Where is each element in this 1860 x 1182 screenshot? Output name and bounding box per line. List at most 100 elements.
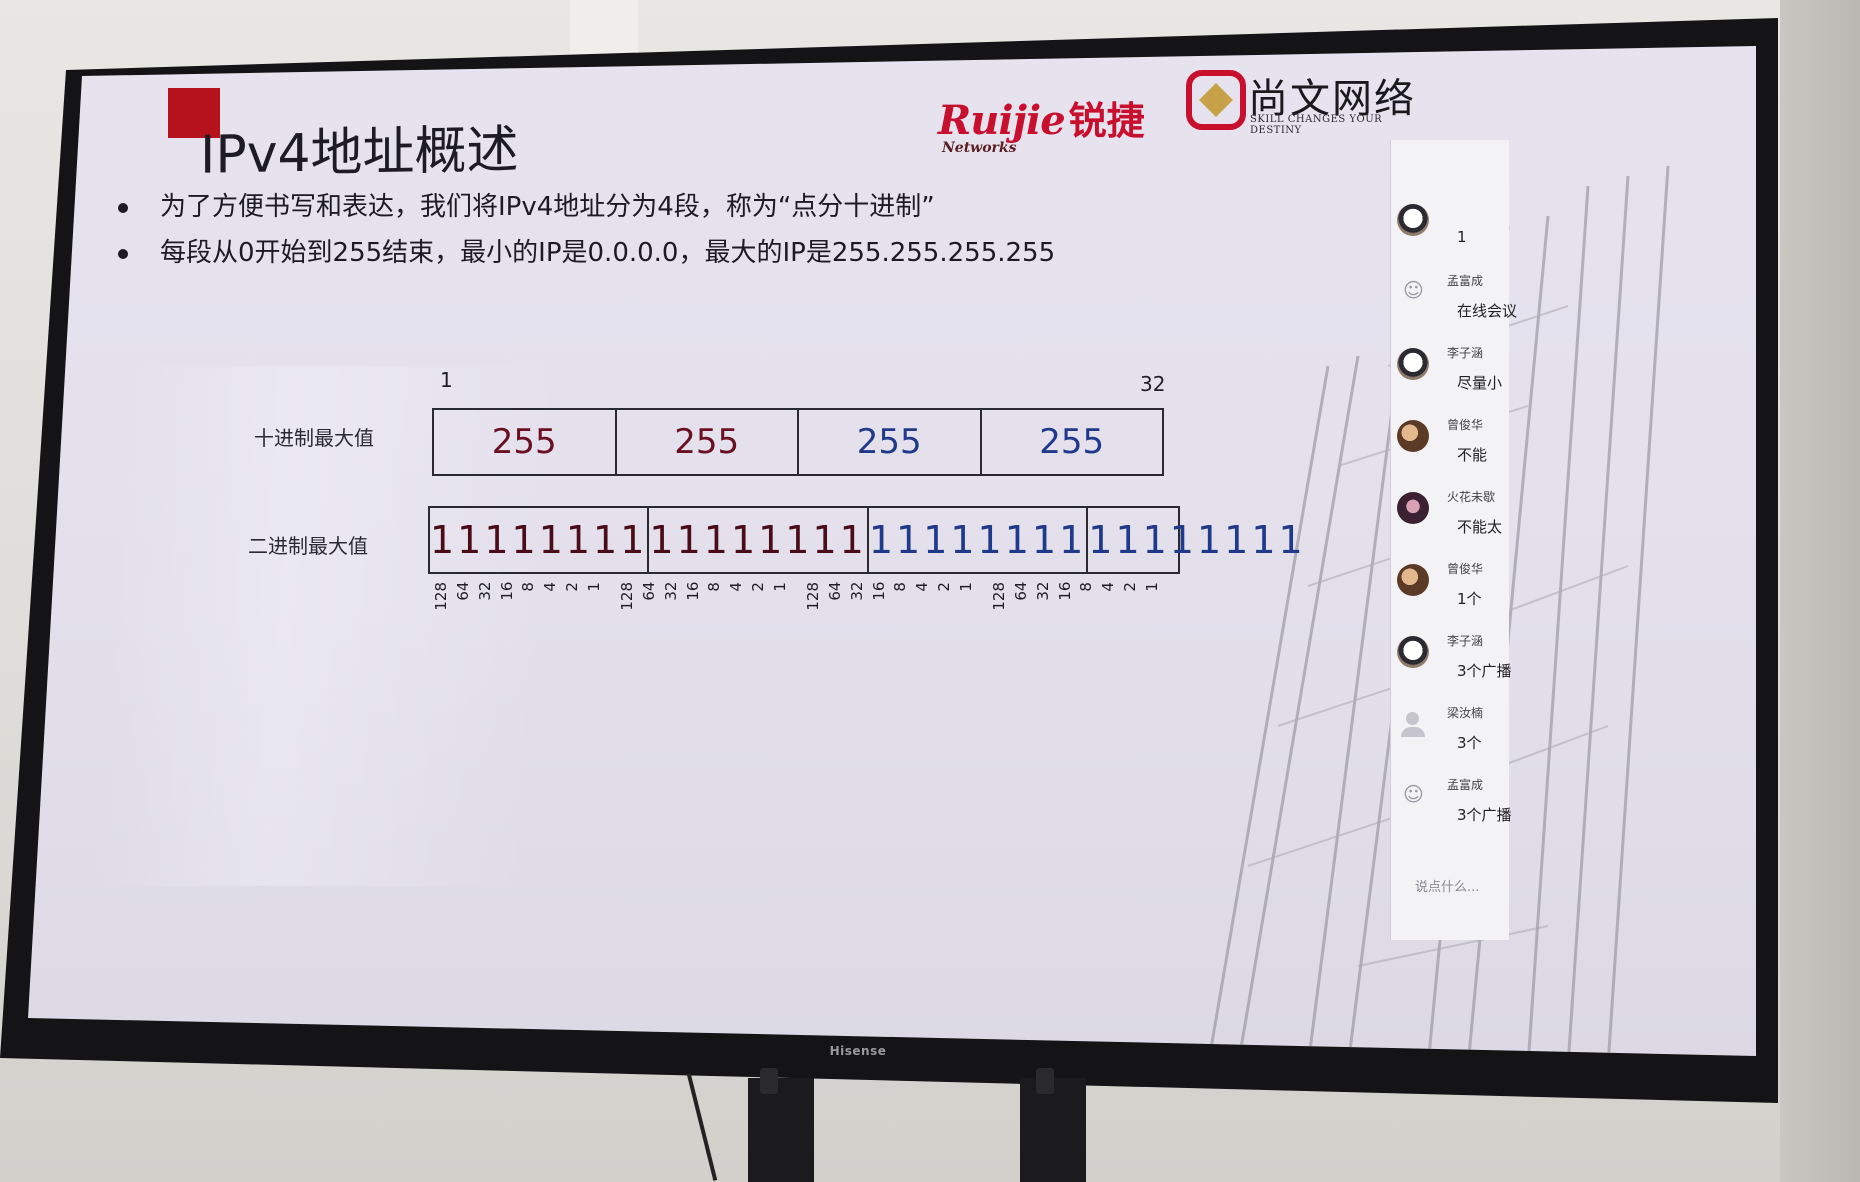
chat-sender-name: 李子涵 xyxy=(1447,346,1484,360)
bit-weight-label: 16 xyxy=(869,582,888,602)
chat-sender-name: 李子涵 xyxy=(1447,634,1484,648)
binary-octet-4: 11111111 xyxy=(1088,518,1306,562)
bit-weight-label: 4 xyxy=(727,582,746,592)
ruijie-networks-text: Networks xyxy=(942,140,1017,156)
decimal-octet-1: 255 xyxy=(434,410,617,474)
bit-weight-label: 2 xyxy=(749,582,768,592)
chat-message: 孟富成 3个广播 xyxy=(1391,770,1512,842)
chat-message-text: 1个 xyxy=(1457,590,1482,608)
chat-message-text: 不能 xyxy=(1457,446,1488,464)
avatar xyxy=(1397,420,1429,452)
tv-stand-left xyxy=(748,1078,814,1182)
bit-weight-label: 64 xyxy=(453,582,472,602)
bit-weight-label: 64 xyxy=(825,582,844,602)
bit-weight-label: 8 xyxy=(1077,582,1096,592)
shangwen-slogan: SKILL CHANGES YOUR DESTINY xyxy=(1250,114,1383,136)
avatar xyxy=(1397,780,1429,812)
avatar xyxy=(1397,636,1429,668)
bit-weight-label: 4 xyxy=(541,582,560,592)
shangwen-emblem-icon xyxy=(1186,70,1246,130)
bit-weight-label: 32 xyxy=(847,582,866,602)
avatar xyxy=(1397,276,1429,308)
decimal-octet-3: 255 xyxy=(799,410,982,474)
slide-title: IPv4地址概述 xyxy=(200,120,519,186)
chat-sender-name: 曾俊华 xyxy=(1447,418,1484,432)
tv-brand-label: Hisense xyxy=(829,1044,887,1058)
bit-weight-label: 16 xyxy=(1055,582,1074,602)
chat-sender-name: 孟富成 xyxy=(1447,778,1484,792)
chat-message-text: 3个广播 xyxy=(1457,806,1512,824)
wall-pillar xyxy=(570,0,638,60)
bullet-text: 每段从0开始到255结束，最小的IP是0.0.0.0，最大的IP是255.255… xyxy=(160,238,1056,268)
avatar xyxy=(1397,492,1429,524)
decimal-octet-4: 255 xyxy=(1039,422,1105,462)
wall-pillar-right xyxy=(1780,0,1860,1182)
avatar xyxy=(1397,204,1429,236)
stand-clip xyxy=(1036,1068,1054,1094)
bit-weight-label: 1 xyxy=(584,582,603,592)
bit-weight-label: 4 xyxy=(1099,582,1118,592)
stand-clip xyxy=(760,1068,778,1094)
decimal-octet-table: 255 255 255 255 xyxy=(432,408,1164,476)
chat-message-text: 在线会议 xyxy=(1457,302,1518,320)
chat-sender-name: 曾俊华 xyxy=(1447,562,1484,576)
chat-message-text: 3个广播 xyxy=(1457,662,1512,680)
bit-weight-label: 64 xyxy=(1011,582,1030,602)
avatar xyxy=(1397,564,1429,596)
binary-octet-table: 11111111 11111111 11111111 11111111 xyxy=(428,506,1303,574)
bit-weight-label: 1 xyxy=(770,582,789,592)
ruijie-brand-text: Ruijie xyxy=(938,97,1066,144)
bit-start-label: 1 xyxy=(440,368,453,392)
bit-weight-label: 32 xyxy=(661,582,680,602)
chat-sender-name: 火花未歇 xyxy=(1447,490,1496,504)
binary-row-label: 二进制最大值 xyxy=(248,534,368,558)
decimal-row-label: 十进制最大值 xyxy=(254,426,374,450)
bullet-item: 每段从0开始到255结束，最小的IP是0.0.0.0，最大的IP是255.255… xyxy=(118,232,1055,269)
chat-panel: 说点什么... 1孟富成在线会议李子涵尽量小曾俊华不能火花未歇不能太曾俊华1个李… xyxy=(1390,140,1517,940)
bit-weight-label: 16 xyxy=(683,582,702,602)
decimal-octet-2: 255 xyxy=(617,410,799,474)
bit-weight-label: 1 xyxy=(1142,582,1161,592)
bullet-item: 为了方便书写和表达，我们将IPv4地址分为4段，称为“点分十进制” xyxy=(118,186,935,223)
bullet-dot xyxy=(118,202,128,213)
chat-message: 曾俊华不能 xyxy=(1391,410,1509,482)
bit-weight-label: 8 xyxy=(891,582,910,592)
bit-end-label: 32 xyxy=(1140,372,1166,396)
bit-weight-label: 128 xyxy=(804,582,822,611)
bit-weight-label: 4 xyxy=(913,582,932,592)
avatar xyxy=(1397,348,1429,380)
bit-weight-label: 64 xyxy=(639,582,658,602)
binary-octet-2: 11111111 xyxy=(649,508,869,572)
ruijie-cn-text: 锐捷 xyxy=(1068,99,1145,143)
chat-message-text: 不能太 xyxy=(1457,518,1503,536)
bit-weight-label: 8 xyxy=(705,582,724,592)
bullet-text: 为了方便书写和表达，我们将IPv4地址分为4段，称为“点分十进制” xyxy=(160,192,935,222)
bit-weight-label: 2 xyxy=(563,582,582,592)
chat-message-text: 3个 xyxy=(1457,734,1482,752)
bit-weight-label: 8 xyxy=(519,582,538,592)
chat-message: 李子涵尽量小 xyxy=(1391,338,1509,410)
bit-weight-label: 128 xyxy=(990,582,1008,611)
chat-message: 梁汝楠 3个 xyxy=(1391,698,1509,770)
chat-sender-name: 梁汝楠 xyxy=(1447,706,1484,720)
bit-weight-label: 1 xyxy=(956,582,975,592)
chat-message-text: 尽量小 xyxy=(1457,374,1503,392)
binary-octet-3: 11111111 xyxy=(869,508,1089,572)
chat-message: 1 xyxy=(1391,194,1509,266)
bit-weight-label: 16 xyxy=(497,582,516,602)
chat-message: 李子涵 3个广播 xyxy=(1391,626,1512,698)
bit-weight-label: 32 xyxy=(1033,582,1052,602)
bit-weight-label: 2 xyxy=(935,582,954,592)
bit-weight-label: 32 xyxy=(475,582,494,602)
chat-sender-name: 孟富成 xyxy=(1447,274,1484,288)
bit-weight-label: 128 xyxy=(618,582,636,611)
title-accent-block xyxy=(168,88,220,138)
chat-input[interactable]: 说点什么... xyxy=(1415,880,1480,895)
bit-weight-label: 128 xyxy=(432,582,450,611)
avatar xyxy=(1397,708,1429,740)
